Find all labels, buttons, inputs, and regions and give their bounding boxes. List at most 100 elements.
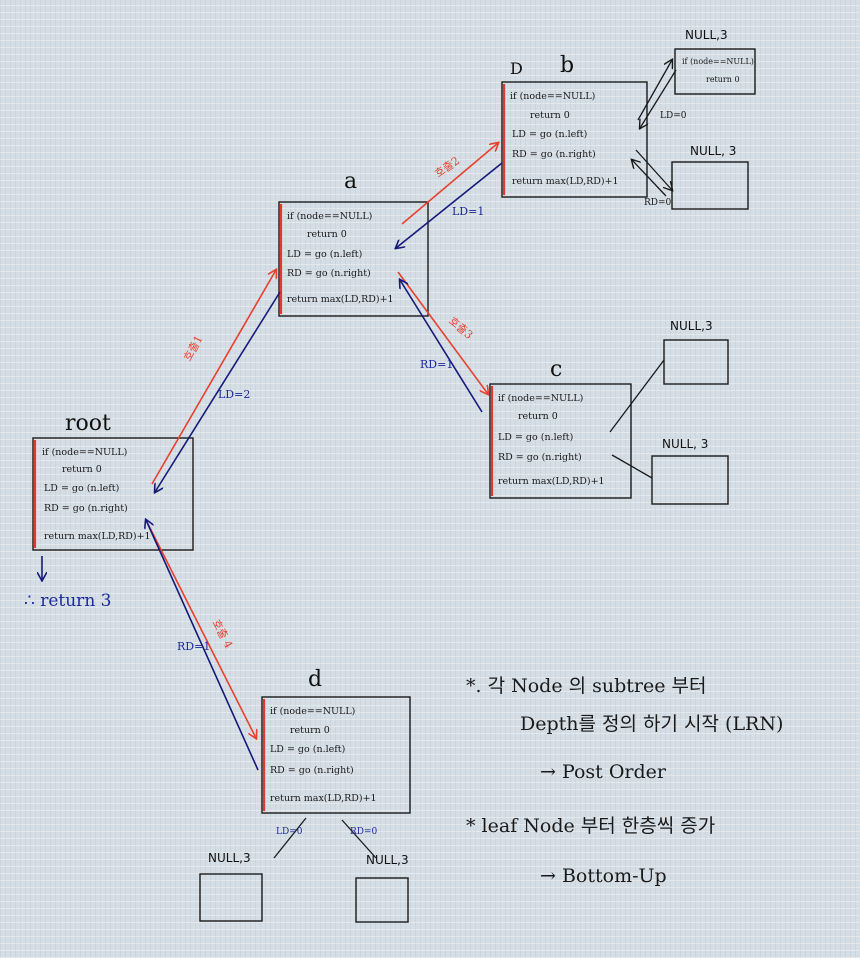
return-label: RD=1	[177, 640, 210, 653]
node-a-code-line: return max(LD,RD)+1	[287, 294, 394, 305]
node-c-code-line: if (node==NULL)	[498, 393, 583, 404]
call-arrow	[635, 149, 672, 190]
return-arrow	[400, 280, 483, 413]
node-b-code-line: return max(LD,RD)+1	[512, 176, 619, 187]
null-node-d-right: NULL,3	[355, 853, 409, 923]
node-root-code-line: return max(LD,RD)+1	[44, 531, 151, 542]
call-arrow	[151, 270, 276, 485]
edge-root-d: 호출 4 RD=1	[146, 520, 259, 771]
note-line: Depth를 정의 하기 시작 (LRN)	[520, 713, 783, 735]
null-box	[674, 48, 756, 95]
null-code-line: if (node==NULL)	[682, 57, 754, 66]
note-line: * leaf Node 부터 한층씩 증가	[466, 815, 715, 837]
node-b-code-line: if (node==NULL)	[510, 91, 595, 102]
note-line: *. 각 Node 의 subtree 부터	[466, 675, 706, 697]
return-label: LD=1	[452, 205, 484, 218]
null-label: NULL,3	[208, 851, 251, 865]
null-node-c-left: NULL,3	[663, 319, 729, 385]
edge-d-nulls: LD=0 RD=0	[273, 817, 378, 859]
node-root: root if (node==NULL) return 0 LD = go (n…	[32, 411, 194, 551]
result-label: ∴ return 3	[24, 591, 111, 611]
note-line: → Bottom-Up	[540, 865, 667, 887]
node-d-code-line: return 0	[290, 725, 330, 736]
null-box	[651, 455, 729, 505]
call-arrow	[397, 271, 488, 394]
return-arrow	[155, 291, 281, 492]
node-b-label: b	[560, 53, 574, 78]
node-c-label: c	[550, 357, 562, 382]
null-code-line: return 0	[706, 75, 740, 84]
return-arrow	[632, 160, 667, 197]
node-d-code-line: if (node==NULL)	[270, 706, 355, 717]
node-a-code-line: if (node==NULL)	[287, 211, 372, 222]
link-line	[341, 819, 377, 859]
node-b-box	[501, 81, 648, 198]
edge-a-c: 호출3 RD=1	[397, 271, 488, 413]
node-root-code-line: RD = go (n.right)	[44, 503, 128, 514]
return-label: LD=0	[276, 827, 303, 837]
note-line: → Post Order	[540, 761, 667, 783]
link-line	[611, 454, 653, 479]
node-d-code-line: return max(LD,RD)+1	[270, 793, 377, 804]
return-label: RD=0	[350, 827, 378, 837]
node-d-label: d	[308, 667, 322, 692]
return-label: LD=2	[218, 388, 250, 401]
node-d-code-line: LD = go (n.left)	[270, 744, 345, 755]
null-node-d-left: NULL,3	[199, 851, 263, 922]
null-label: NULL,3	[685, 28, 728, 42]
node-a-code-line: RD = go (n.right)	[287, 268, 371, 279]
node-root-code-line: LD = go (n.left)	[44, 483, 119, 494]
null-box	[355, 877, 409, 923]
edge-root-a: 호출1 LD=2	[151, 270, 281, 492]
return-label: RD=1	[420, 358, 453, 371]
return-label: RD=0	[644, 198, 672, 208]
null-label: NULL, 3	[690, 144, 736, 158]
null-node-b-left: NULL,3 if (node==NULL) return 0	[674, 28, 756, 95]
call-label: 호출1	[181, 333, 205, 363]
node-d: d if (node==NULL) return 0 LD = go (n.le…	[261, 667, 411, 814]
return-arrow	[396, 162, 503, 248]
node-root-box	[32, 437, 194, 551]
node-b: D b if (node==NULL) return 0 LD = go (n.…	[501, 53, 648, 198]
node-b-code-line: LD = go (n.left)	[512, 129, 587, 140]
node-c-code-line: RD = go (n.right)	[498, 452, 582, 463]
call-arrow	[147, 523, 256, 738]
node-root-code-line: if (node==NULL)	[42, 447, 127, 458]
null-label: NULL,3	[366, 853, 409, 867]
call-label: 호출3	[446, 314, 475, 341]
link-line	[273, 817, 307, 859]
node-c-code-line: return 0	[518, 411, 558, 422]
node-d-code-line: RD = go (n.right)	[270, 765, 354, 776]
node-c-code-line: return max(LD,RD)+1	[498, 476, 605, 487]
link-line	[609, 359, 665, 433]
null-box	[663, 339, 729, 385]
call-arrow	[637, 60, 672, 121]
null-label: NULL,3	[670, 319, 713, 333]
node-b-code-line: return 0	[530, 110, 570, 121]
call-label: 호출 4	[209, 617, 235, 650]
edge-b-nulls: LD=0 RD=0	[632, 60, 687, 208]
node-d-box	[261, 696, 411, 814]
edge-a-b: 호출2 LD=1	[396, 143, 503, 248]
call-arrow	[401, 143, 498, 225]
return-arrow	[640, 69, 677, 128]
null-box	[671, 161, 749, 210]
node-b-marker-label: D	[510, 59, 523, 78]
notes: *. 각 Node 의 subtree 부터 Depth를 정의 하기 시작 (…	[466, 675, 783, 887]
result: ∴ return 3	[24, 556, 111, 611]
null-box	[199, 873, 263, 922]
node-a-code-line: return 0	[307, 229, 347, 240]
node-a-code-line: LD = go (n.left)	[287, 249, 362, 260]
node-root-code-line: return 0	[62, 464, 102, 475]
node-root-label: root	[65, 411, 111, 436]
return-label: LD=0	[660, 111, 687, 121]
node-c-code-line: LD = go (n.left)	[498, 432, 573, 443]
node-a: a if (node==NULL) return 0 LD = go (n.le…	[278, 169, 429, 317]
node-a-label: a	[344, 169, 357, 194]
node-a-box	[278, 201, 429, 317]
node-c: c if (node==NULL) return 0 LD = go (n.le…	[489, 357, 632, 499]
return-arrow	[146, 520, 259, 771]
edge-c-nulls	[609, 359, 665, 479]
null-node-c-right: NULL, 3	[651, 437, 729, 505]
